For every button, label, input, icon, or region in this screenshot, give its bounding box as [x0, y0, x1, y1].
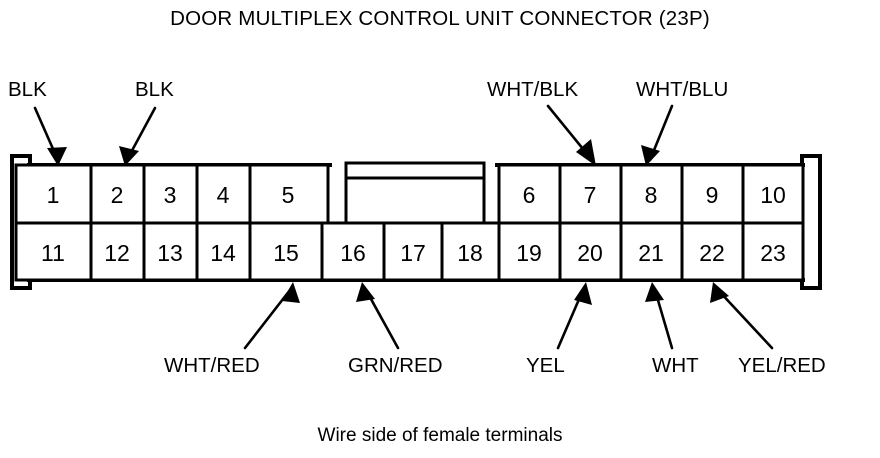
- diagram-title: DOOR MULTIPLEX CONTROL UNIT CONNECTOR (2…: [170, 7, 710, 30]
- wire-label-wht-blu-pin8: WHT/BLU: [636, 78, 728, 101]
- pin-label-9: 9: [706, 182, 719, 208]
- top-row-left-group: 1 2 3 4 5: [14, 163, 330, 225]
- wire-label-grn-red-pin16: GRN/RED: [348, 354, 443, 377]
- connector-shell-left-flange: [10, 154, 32, 290]
- pin-label-23: 23: [760, 240, 786, 266]
- pin-cell-20[interactable]: [558, 221, 623, 282]
- leader-wht-red-pin15: [243, 282, 300, 350]
- pin-label-4: 4: [217, 182, 230, 208]
- pin-label-13: 13: [157, 240, 183, 266]
- leader-yel-pin20: [556, 282, 592, 350]
- wire-label-yel-pin20: YEL: [526, 354, 565, 377]
- pin-cell-1[interactable]: [14, 163, 93, 225]
- pin-cell-4[interactable]: [195, 163, 252, 225]
- pin-label-14: 14: [210, 240, 236, 266]
- connector-shell-right-flange: [800, 154, 822, 290]
- pin-label-5: 5: [282, 182, 295, 208]
- leader-grn-red-pin16: [356, 282, 400, 350]
- wire-label-yel-red-pin22: YEL/RED: [738, 354, 826, 377]
- pin-label-21: 21: [638, 240, 664, 266]
- pin-label-10: 10: [760, 182, 786, 208]
- pin-cell-17[interactable]: [382, 221, 444, 282]
- bottom-row-group: 11 12 13 14 15 16 17 18 19 20 21 22 23: [14, 221, 805, 282]
- pin-label-18: 18: [457, 240, 483, 266]
- wire-label-blk-pin1: BLK: [8, 78, 47, 101]
- pin-label-8: 8: [645, 182, 658, 208]
- leader-wht-pin21: [645, 282, 674, 350]
- wire-label-wht-pin21: WHT: [652, 354, 699, 377]
- wire-label-blk-pin2: BLK: [135, 78, 174, 101]
- pin-cell-23[interactable]: [741, 221, 805, 282]
- pin-label-7: 7: [584, 182, 597, 208]
- pin-label-17: 17: [400, 240, 426, 266]
- pin-label-19: 19: [516, 240, 542, 266]
- pin-label-12: 12: [104, 240, 130, 266]
- pin-cell-7[interactable]: [558, 163, 623, 225]
- pin-cell-11[interactable]: [14, 221, 93, 282]
- pin-label-22: 22: [699, 240, 725, 266]
- leader-blk-pin1: [33, 106, 67, 166]
- pin-cell-18[interactable]: [440, 221, 501, 282]
- pin-label-15: 15: [273, 240, 299, 266]
- leader-yel-red-pin22: [710, 282, 774, 350]
- diagram-caption: Wire side of female terminals: [318, 425, 563, 446]
- pin-cell-14[interactable]: [195, 221, 252, 282]
- pin-label-1: 1: [47, 182, 60, 208]
- leader-blk-pin2: [119, 106, 157, 166]
- pin-label-2: 2: [111, 182, 124, 208]
- pin-cell-13[interactable]: [142, 221, 199, 282]
- leader-wht-blk-pin7: [546, 104, 596, 166]
- pin-cell-22[interactable]: [680, 221, 745, 282]
- wire-label-wht-red-pin15: WHT/RED: [164, 354, 260, 377]
- connector-keyway-slot: [344, 161, 486, 225]
- wire-label-wht-blk-pin7: WHT/BLK: [487, 78, 578, 101]
- pin-label-11: 11: [41, 240, 65, 266]
- top-row-right-group: 6 7 8 9 10: [497, 163, 805, 225]
- pin-cell-16[interactable]: [320, 221, 386, 282]
- pin-label-16: 16: [340, 240, 366, 266]
- pin-label-3: 3: [164, 182, 177, 208]
- leader-wht-blu-pin8: [641, 104, 674, 166]
- pin-label-20: 20: [577, 240, 603, 266]
- pin-label-6: 6: [523, 182, 536, 208]
